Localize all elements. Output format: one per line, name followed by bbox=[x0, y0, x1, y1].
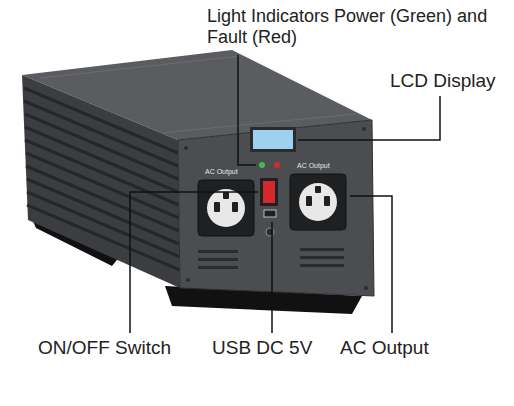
leader-line bbox=[271, 222, 273, 333]
power-led bbox=[259, 162, 265, 168]
leader-line bbox=[238, 55, 256, 165]
socket-face bbox=[299, 183, 337, 221]
callout-label: LCD Display bbox=[390, 70, 496, 92]
cooling-fins bbox=[24, 88, 180, 270]
ac-socket bbox=[290, 174, 346, 230]
callout-label: Light Indicators Power (Green) and Fault… bbox=[207, 6, 505, 47]
socket-holes bbox=[214, 192, 238, 212]
ground-terminal bbox=[266, 228, 274, 236]
usb-port bbox=[264, 210, 276, 217]
front-panel bbox=[178, 120, 374, 296]
leader-line bbox=[130, 192, 258, 333]
screws bbox=[184, 127, 368, 290]
ac-socket bbox=[198, 180, 254, 236]
lcd-frame bbox=[250, 127, 296, 152]
callout-label: AC Output bbox=[340, 337, 429, 359]
leader-line bbox=[298, 96, 440, 140]
socket-holes bbox=[306, 186, 330, 206]
fault-led bbox=[274, 162, 280, 168]
leader-line bbox=[350, 196, 392, 333]
vent-slots bbox=[198, 248, 344, 269]
side-face bbox=[22, 75, 180, 288]
on-off-switch bbox=[263, 181, 275, 203]
panel-label: AC Output bbox=[205, 168, 238, 176]
leader-lines bbox=[130, 55, 440, 333]
lcd-screen bbox=[253, 130, 293, 149]
callout-label: ON/OFF Switch bbox=[38, 337, 171, 359]
switch-frame bbox=[260, 178, 278, 206]
callout-label: USB DC 5V bbox=[212, 337, 312, 359]
panel-label: AC Output bbox=[297, 162, 330, 170]
socket-face bbox=[207, 189, 245, 227]
